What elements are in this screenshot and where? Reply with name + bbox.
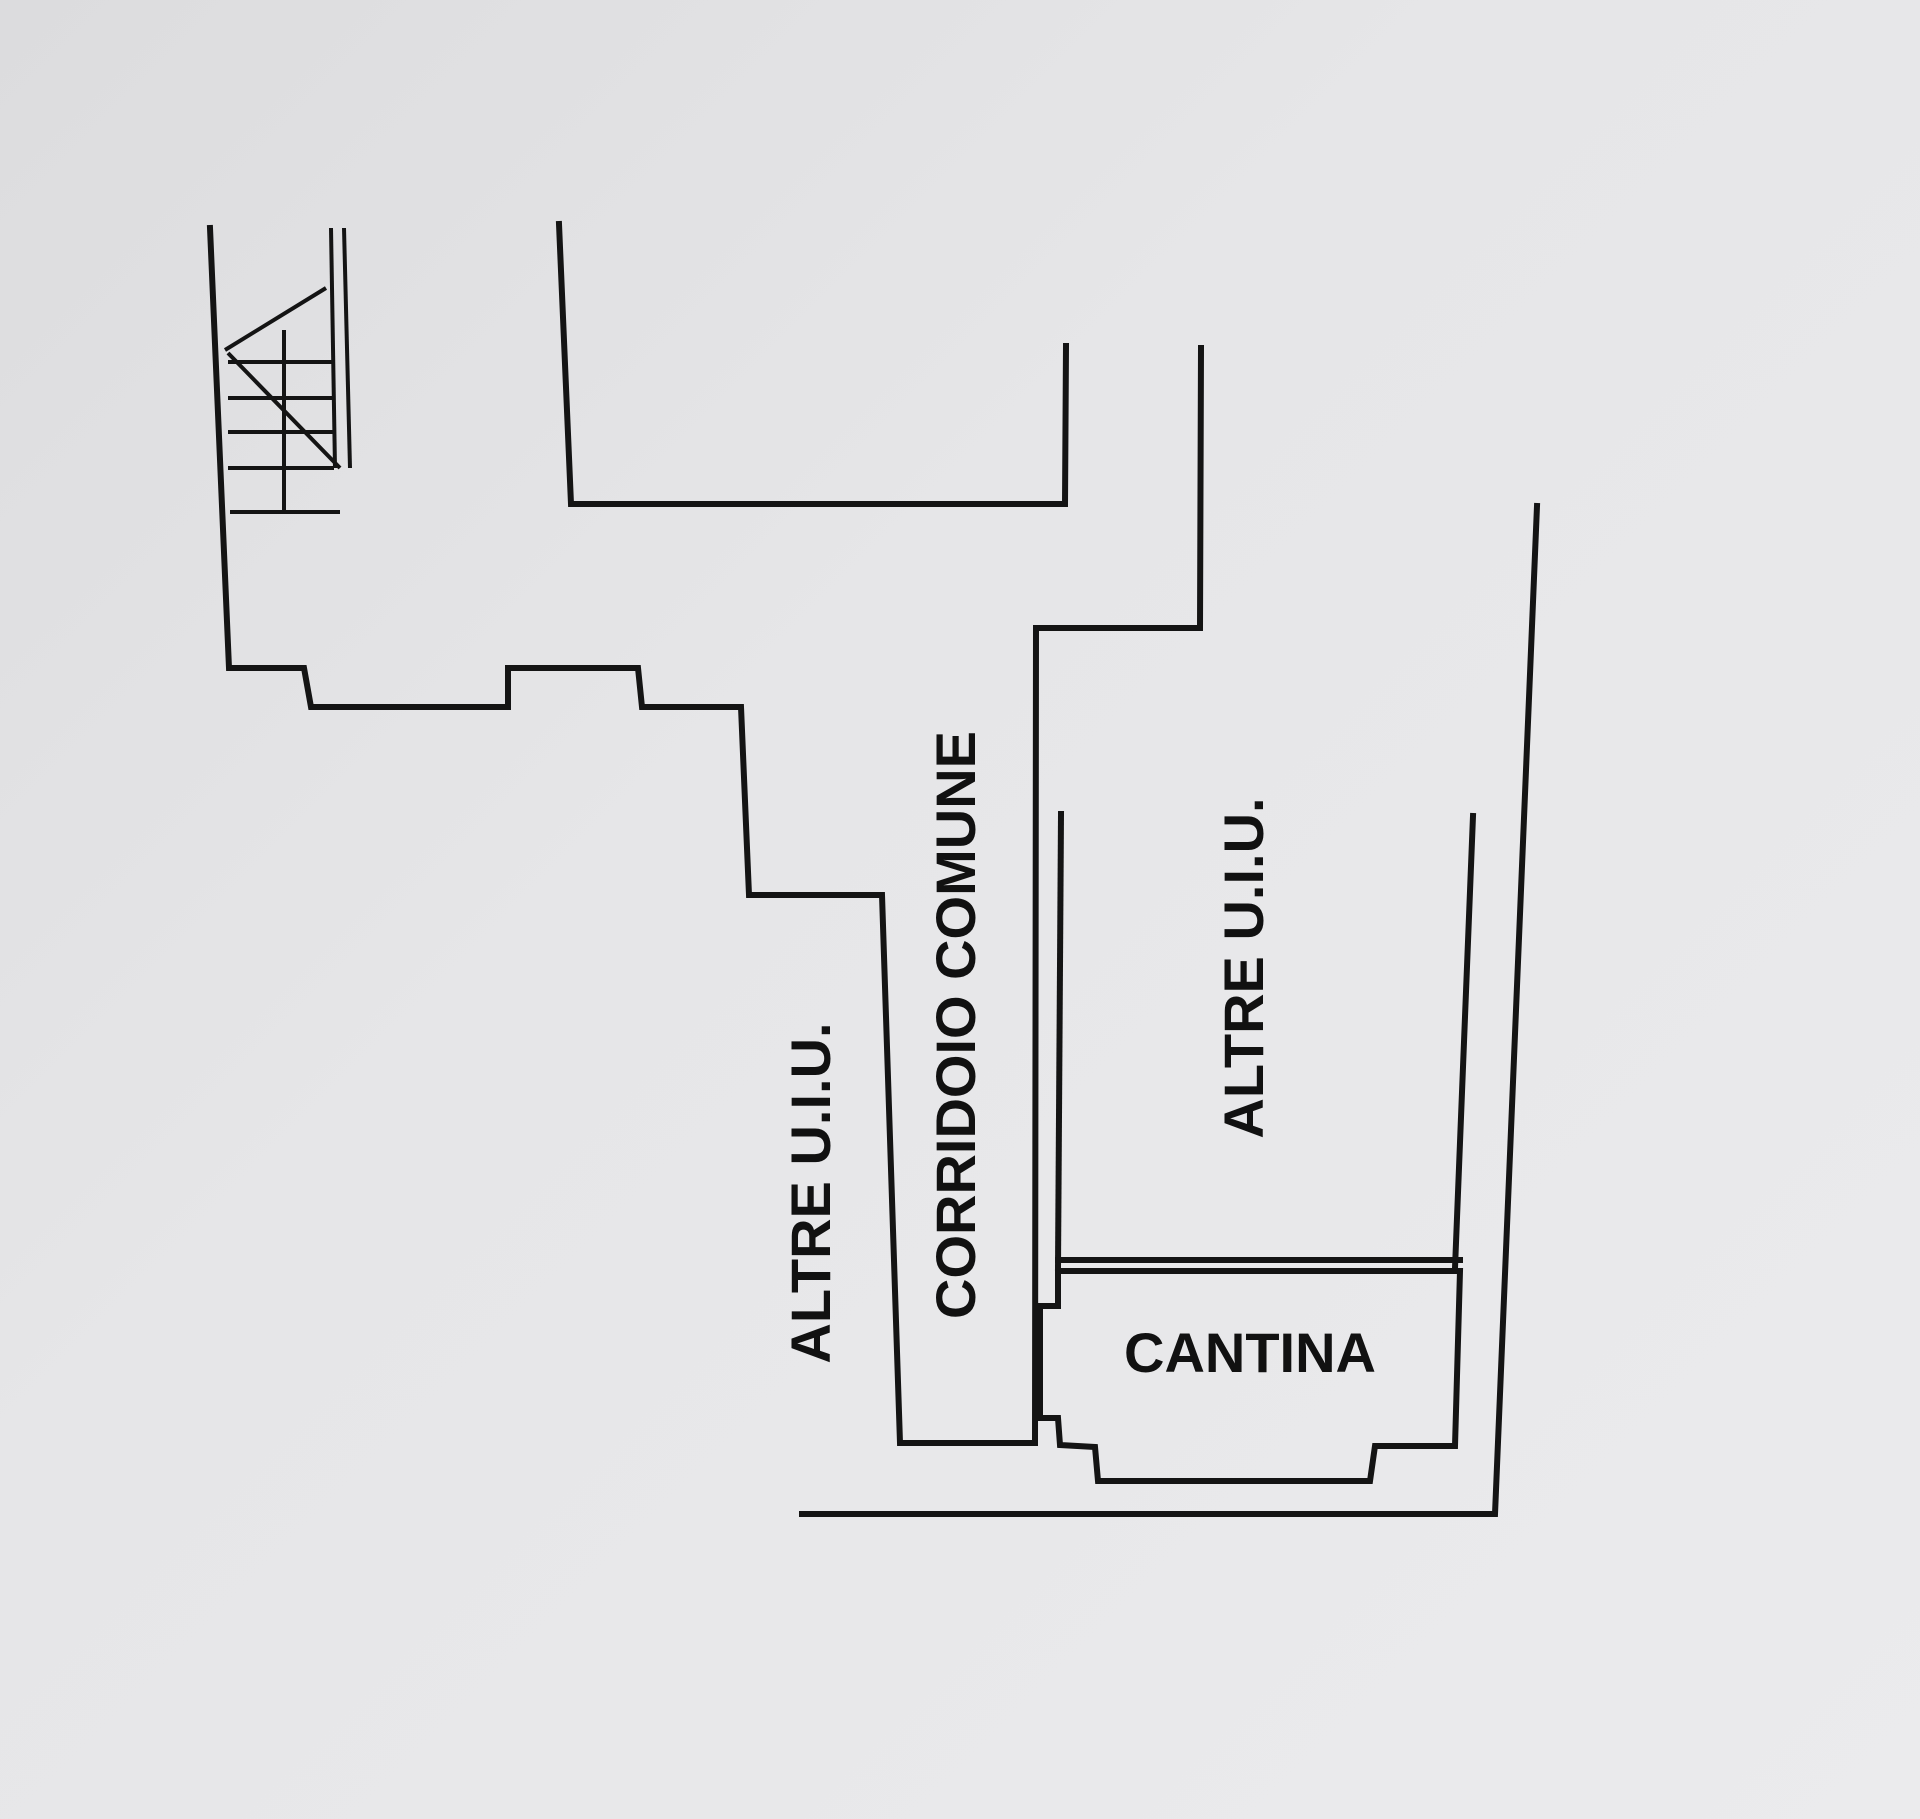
wall-upper-room [555,220,1070,507]
stair-inner-rail [342,227,352,469]
label-other-units-right: ALTRE U.I.U. [1212,797,1275,1138]
label-cantina: CANTINA [1124,1321,1376,1384]
wall-right-outer [799,502,1541,1517]
label-other-units-left: ALTRE U.I.U. [779,1022,842,1363]
wall-cantina [1037,1268,1464,1484]
wall-corridor-right [1031,344,1205,1447]
stair-diagonal [223,286,328,352]
wall-right-room-right [1451,812,1477,1272]
wall-right-room-left [1054,810,1065,1272]
label-corridor: CORRIDOIO COMUNE [924,731,987,1319]
staircase-symbol [223,227,352,514]
wall-left-stepped [206,224,1038,1446]
stair-outer-rail [329,227,337,469]
